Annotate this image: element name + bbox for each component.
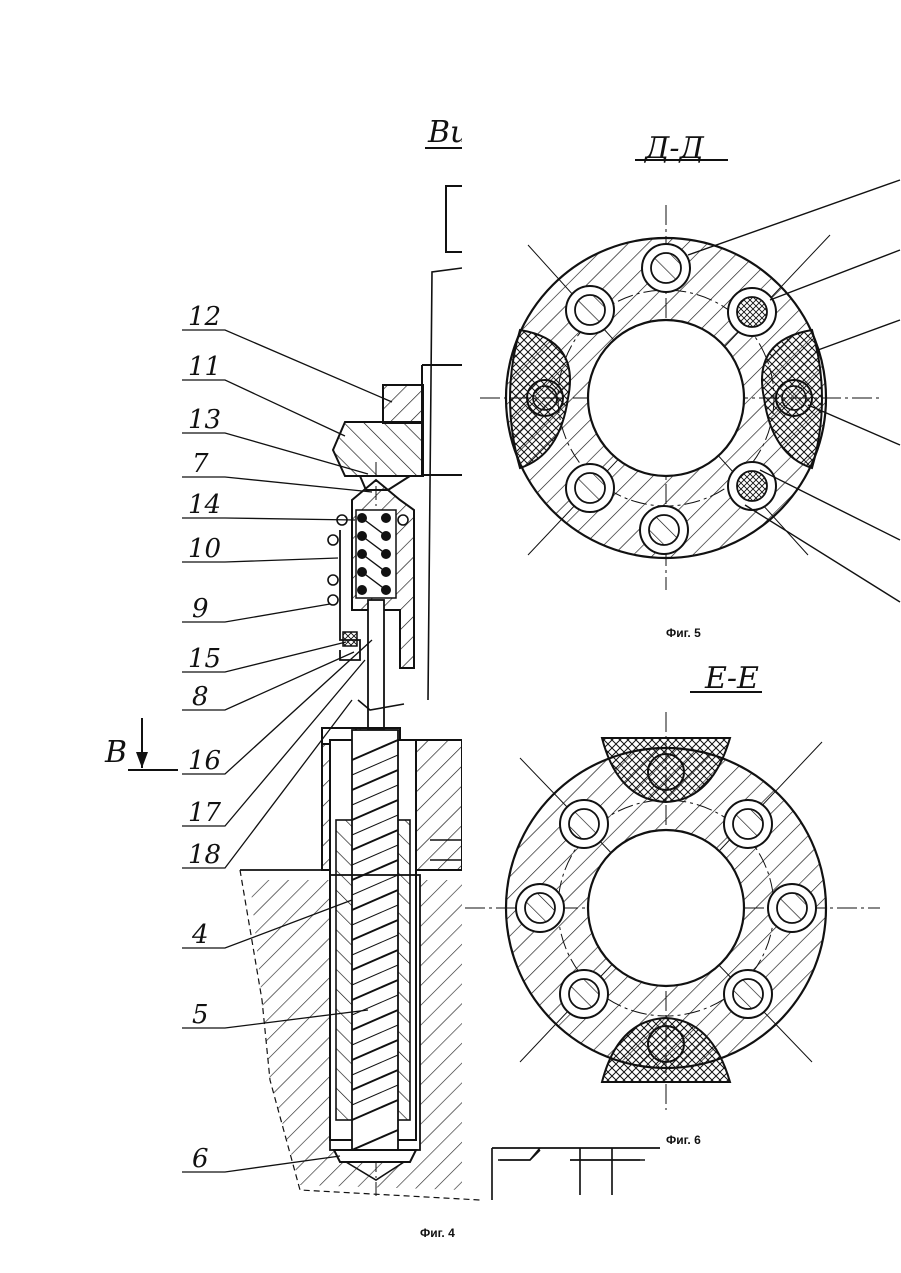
part-number-6: 6 <box>192 1144 209 1174</box>
caption-fig4: Фиг. 4 <box>420 1226 455 1240</box>
part-numbers: 12 11 13 7 14 10 9 15 8 16 17 18 4 5 6 <box>188 302 222 1174</box>
caption-fig5: Фиг. 5 <box>666 626 701 640</box>
part-number-5: 5 <box>192 1000 209 1030</box>
part-number-13: 13 <box>188 405 221 435</box>
arrow-b-label: В <box>104 735 127 770</box>
caption-fig6: Фиг. 6 <box>666 1133 701 1147</box>
section-e-title: Е-Е <box>704 661 759 696</box>
part-number-18: 18 <box>188 840 221 870</box>
part-number-4: 4 <box>191 920 209 950</box>
part-number-12: 12 <box>188 302 221 332</box>
part-number-9: 9 <box>192 594 209 624</box>
part-number-17: 17 <box>188 798 222 828</box>
part-number-10: 10 <box>188 534 221 564</box>
part-number-7: 7 <box>192 449 209 479</box>
part-number-16: 16 <box>188 746 221 776</box>
part-number-14: 14 <box>188 490 221 520</box>
part-number-15: 15 <box>188 644 221 674</box>
part-number-8: 8 <box>192 682 209 712</box>
part-number-11: 11 <box>188 352 221 382</box>
